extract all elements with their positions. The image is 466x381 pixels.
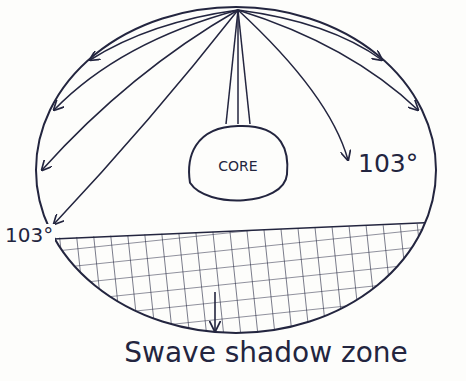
core-label: CORE <box>218 158 257 174</box>
wave-paths <box>42 10 418 224</box>
angle-label: 103° <box>356 150 420 177</box>
shadow-zone-hatch <box>0 222 466 381</box>
angle-label: 103° <box>3 224 55 246</box>
earth-outline <box>36 7 436 333</box>
zone-caption: Swave shadow zone <box>122 338 410 368</box>
core-oval: CORE <box>186 124 290 208</box>
pointer-arrow <box>214 292 216 331</box>
